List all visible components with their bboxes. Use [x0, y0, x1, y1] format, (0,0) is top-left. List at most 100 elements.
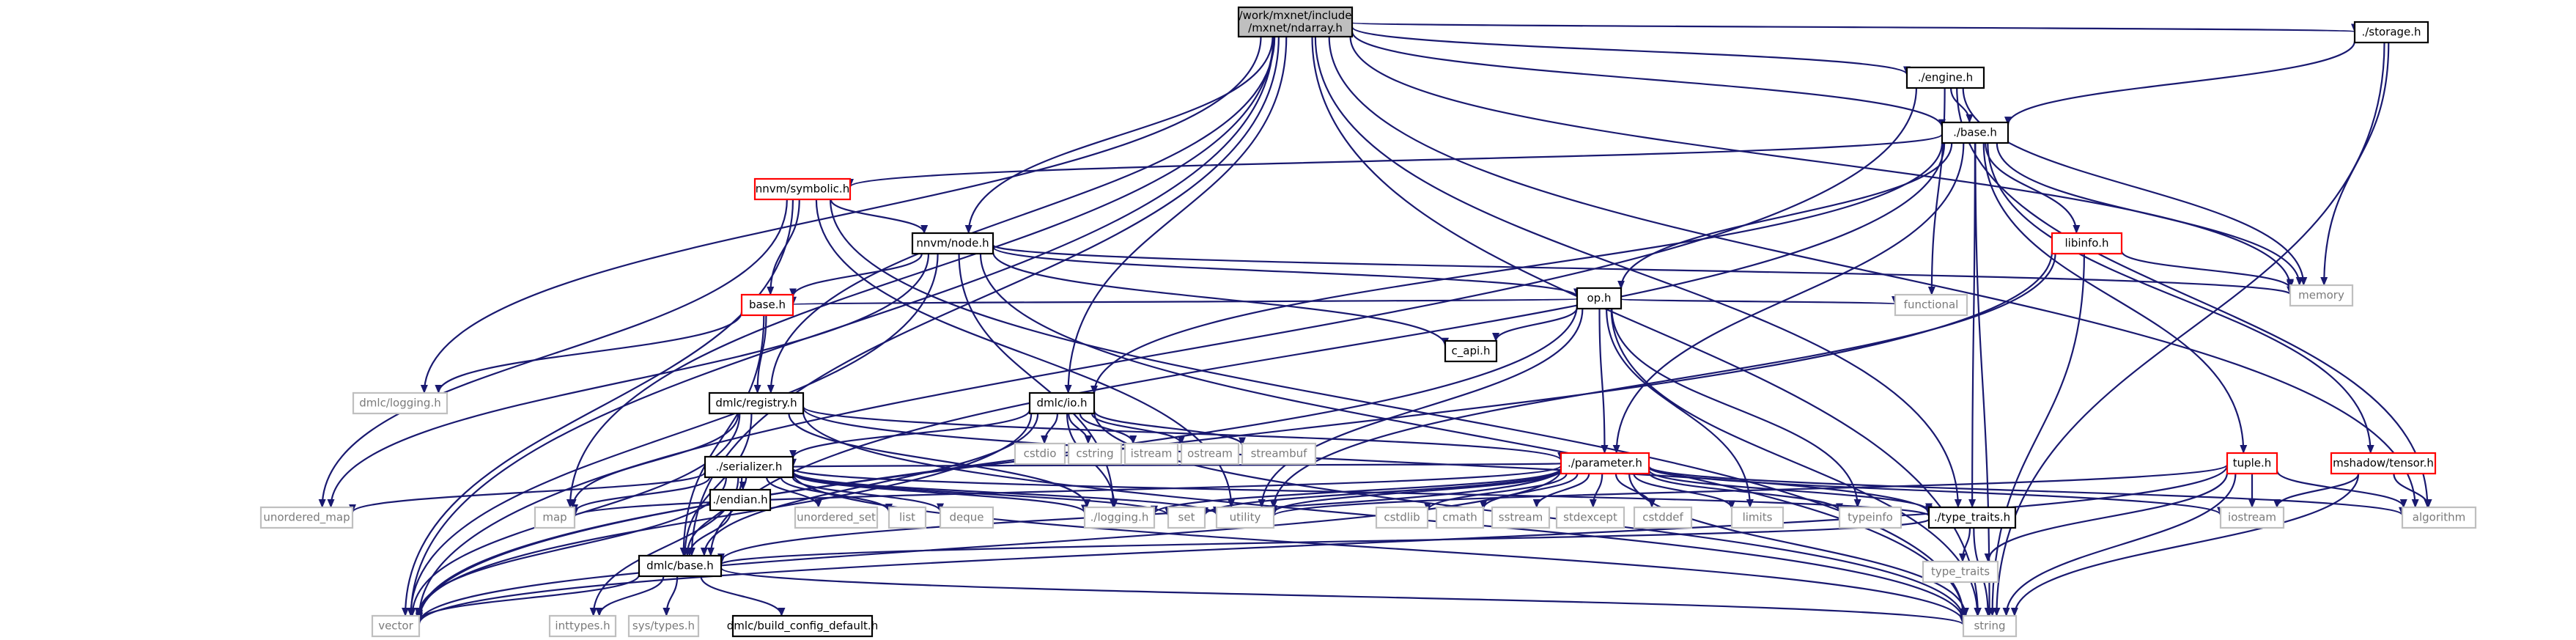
node-cstdlib[interactable]: cstdlib	[1375, 506, 1429, 529]
edge-serializer-to-endian	[739, 477, 748, 490]
node-label: ./engine.h	[1918, 71, 1973, 84]
node-storage[interactable]: ./storage.h	[2353, 21, 2429, 44]
edge-line	[2004, 40, 2356, 126]
edge-line	[1351, 26, 1911, 76]
edge-line	[416, 469, 1562, 624]
edge-line	[1996, 142, 2303, 286]
edge-line	[1647, 465, 2406, 516]
edge-line	[663, 575, 679, 617]
node-ostream[interactable]: ostream	[1180, 442, 1240, 466]
node-nnvmnode[interactable]: nnvm/node.h	[911, 232, 994, 255]
edge-root-to-type_traits_h	[1314, 36, 1962, 508]
edge-base-to-tensor	[1987, 142, 2374, 454]
node-logging[interactable]: ./logging.h	[1083, 506, 1156, 529]
node-label: inttypes.h	[555, 619, 610, 633]
node-deque[interactable]: deque	[939, 506, 994, 529]
node-set[interactable]: set	[1167, 506, 1206, 529]
node-box	[1444, 339, 1498, 363]
node-libinfo[interactable]: libinfo.h	[2051, 232, 2123, 255]
node-cmath[interactable]: cmath	[1435, 506, 1485, 529]
node-box	[709, 488, 772, 512]
edge-line	[964, 36, 1274, 234]
edge-parameter-to-sstream	[1532, 473, 1590, 508]
node-nnvmbase[interactable]: base.h	[740, 293, 794, 317]
edge-tensor-to-iostream	[2273, 473, 2360, 508]
edge-storage-to-string	[1993, 42, 2385, 617]
edge-oph-to-nnvmbase	[791, 295, 1579, 306]
node-engine[interactable]: ./engine.h	[1905, 66, 1985, 89]
node-vector[interactable]: vector	[371, 614, 421, 638]
edge-parameter-to-serializer	[791, 457, 1562, 468]
edge-serializer-to-vector	[415, 477, 728, 617]
node-sstream[interactable]: sstream	[1491, 506, 1551, 529]
node-parameter[interactable]: ./parameter.h	[1560, 452, 1650, 475]
edge-root-to-engine	[1351, 26, 1911, 76]
node-algorithm[interactable]: algorithm	[2401, 506, 2477, 529]
node-cstddef[interactable]: cstddef	[1633, 506, 1693, 529]
edge-serializer-to-map	[571, 477, 711, 513]
edge-oph-to-capi	[1492, 307, 1579, 342]
edge-oph-to-string	[1610, 308, 1982, 617]
node-root[interactable]: /work/mxnet/include/mxnet/ndarray.h	[1237, 6, 1354, 38]
node-serializer[interactable]: ./serializer.h	[704, 455, 794, 479]
node-unordered_map[interactable]: unordered_map	[259, 506, 354, 529]
node-box	[2330, 452, 2437, 475]
edge-nnvmbase-to-dmlclogging	[435, 312, 743, 394]
node-streambuf[interactable]: streambuf	[1241, 442, 1317, 466]
edge-root-to-string	[1311, 36, 1982, 617]
node-oph[interactable]: op.h	[1576, 287, 1623, 310]
node-list[interactable]: list	[887, 506, 927, 529]
edge-line	[791, 457, 1562, 468]
node-endian[interactable]: ./endian.h	[709, 488, 772, 512]
node-box	[2219, 506, 2285, 529]
node-limits[interactable]: limits	[1730, 506, 1785, 529]
node-istream[interactable]: istream	[1123, 442, 1179, 466]
edge-line	[992, 246, 1581, 298]
node-dmlcbase[interactable]: dmlc/base.h	[638, 554, 723, 578]
edge-line	[2276, 470, 2407, 508]
edge-root-to-memory	[1349, 36, 2294, 288]
edge-tuple-to-vector	[416, 465, 2229, 625]
node-functional[interactable]: functional	[1894, 293, 1968, 317]
edge-line	[767, 36, 1276, 394]
node-base[interactable]: ./base.h	[1941, 121, 2009, 144]
node-systypes[interactable]: sys/types.h	[627, 614, 700, 638]
node-typeinfo[interactable]: typeinfo	[1838, 506, 1903, 529]
node-tensor[interactable]: mshadow/tensor.h	[2330, 452, 2437, 475]
node-registry[interactable]: dmlc/registry.h	[708, 391, 805, 415]
edge-engine-to-vector	[416, 87, 1918, 619]
edge-line	[979, 253, 1967, 617]
node-buildcfg[interactable]: dmlc/build_config_default.h	[727, 614, 878, 638]
node-type_traits[interactable]: type_traits	[1922, 560, 1999, 584]
edge-line	[789, 253, 923, 298]
node-label: istream	[1131, 447, 1173, 460]
node-dmlclogging[interactable]: dmlc/logging.h	[352, 391, 449, 415]
node-string[interactable]: string	[1962, 614, 2018, 638]
node-iostream[interactable]: iostream	[2219, 506, 2285, 529]
node-map[interactable]: map	[534, 506, 576, 529]
node-label: ./logging.h	[1090, 511, 1149, 524]
edge-base-to-dmlcio	[1090, 142, 1944, 394]
node-box	[1237, 6, 1354, 38]
node-label: deque	[949, 511, 983, 524]
node-cstdio[interactable]: cstdio	[1014, 442, 1066, 466]
node-stdexcept[interactable]: stdexcept	[1555, 506, 1625, 529]
node-cstring[interactable]: cstring	[1067, 442, 1123, 466]
node-dmlcio[interactable]: dmlc/io.h	[1028, 391, 1096, 415]
edge-line	[416, 304, 1579, 621]
edge-line	[791, 295, 1579, 306]
edge-dmlcbase-to-systypes	[663, 575, 679, 617]
node-tuple[interactable]: tuple.h	[2226, 452, 2278, 475]
node-memory[interactable]: memory	[2289, 284, 2354, 307]
node-box	[708, 391, 805, 415]
node-unordered_set[interactable]: unordered_set	[794, 506, 879, 529]
node-capi[interactable]: c_api.h	[1444, 339, 1498, 363]
node-symbolic[interactable]: nnvm/symbolic.h	[753, 177, 852, 201]
node-box	[2353, 21, 2429, 44]
node-type_traits_h[interactable]: ./type_traits.h	[1927, 506, 2017, 529]
node-box	[753, 177, 852, 201]
edge-line	[1090, 142, 1944, 394]
node-utility[interactable]: utility	[1215, 506, 1275, 529]
node-inttypes[interactable]: inttypes.h	[548, 614, 617, 638]
edge-line	[327, 253, 930, 508]
